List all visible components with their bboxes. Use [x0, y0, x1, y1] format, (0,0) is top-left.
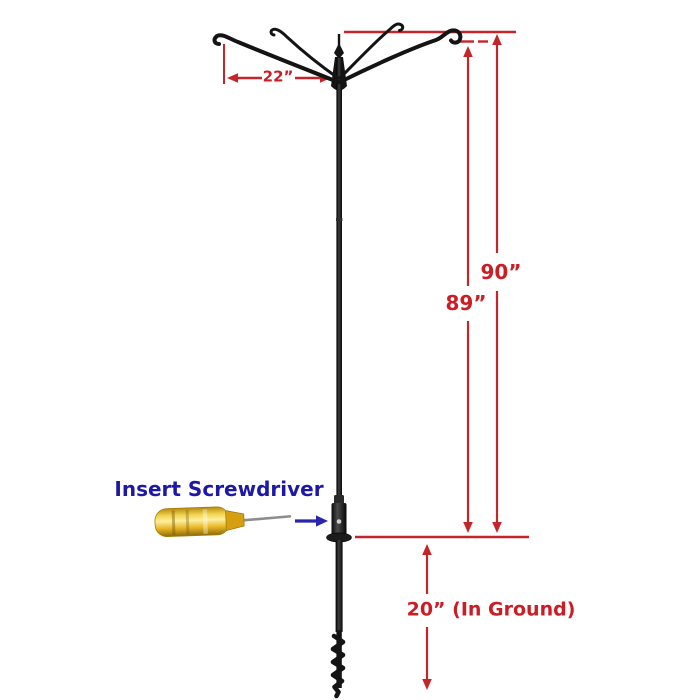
insert-screwdriver-label: Insert Screwdriver [114, 477, 324, 501]
hanger-arms [212, 22, 463, 84]
arm-span-dimension [223, 44, 331, 84]
in-ground-dimension [422, 544, 432, 690]
ground-socket [326, 495, 352, 543]
screwdriver-ferrule [225, 510, 245, 532]
screwdriver [154, 506, 292, 538]
pole-section-joint [336, 218, 343, 221]
down-arrow-icon [463, 522, 473, 533]
pole-shaft [336, 58, 342, 498]
pole-height-label: 89” [445, 291, 487, 315]
arm-span-label: 22” [262, 67, 294, 86]
pole [212, 22, 463, 699]
screwdriver-handle [154, 506, 230, 538]
down-arrow-icon [422, 679, 432, 690]
arm-left-hook [269, 27, 340, 80]
auger-thread [330, 633, 346, 699]
total-height-label: 90” [480, 260, 522, 284]
total-height-dimension [492, 34, 502, 533]
up-arrow-icon [463, 46, 473, 57]
up-arrow-icon [492, 34, 502, 45]
arm-right-hook [338, 22, 405, 80]
left-arrow-icon [227, 73, 238, 83]
up-arrow-icon [422, 544, 432, 555]
arm-far-left-hook [212, 33, 340, 84]
auger [330, 540, 346, 699]
screwdriver-shaft [238, 515, 292, 522]
set-screw [336, 519, 342, 524]
dimension-annotations [223, 30, 529, 690]
down-arrow-icon [492, 522, 502, 533]
pole-finial [334, 34, 344, 60]
below-ground-shaft [335, 540, 343, 632]
arm-far-right-hook [338, 28, 463, 84]
in-ground-label: 20” (In Ground) [406, 598, 576, 621]
insert-direction-arrow-icon [295, 515, 328, 527]
pole-height-dimension [463, 46, 473, 533]
